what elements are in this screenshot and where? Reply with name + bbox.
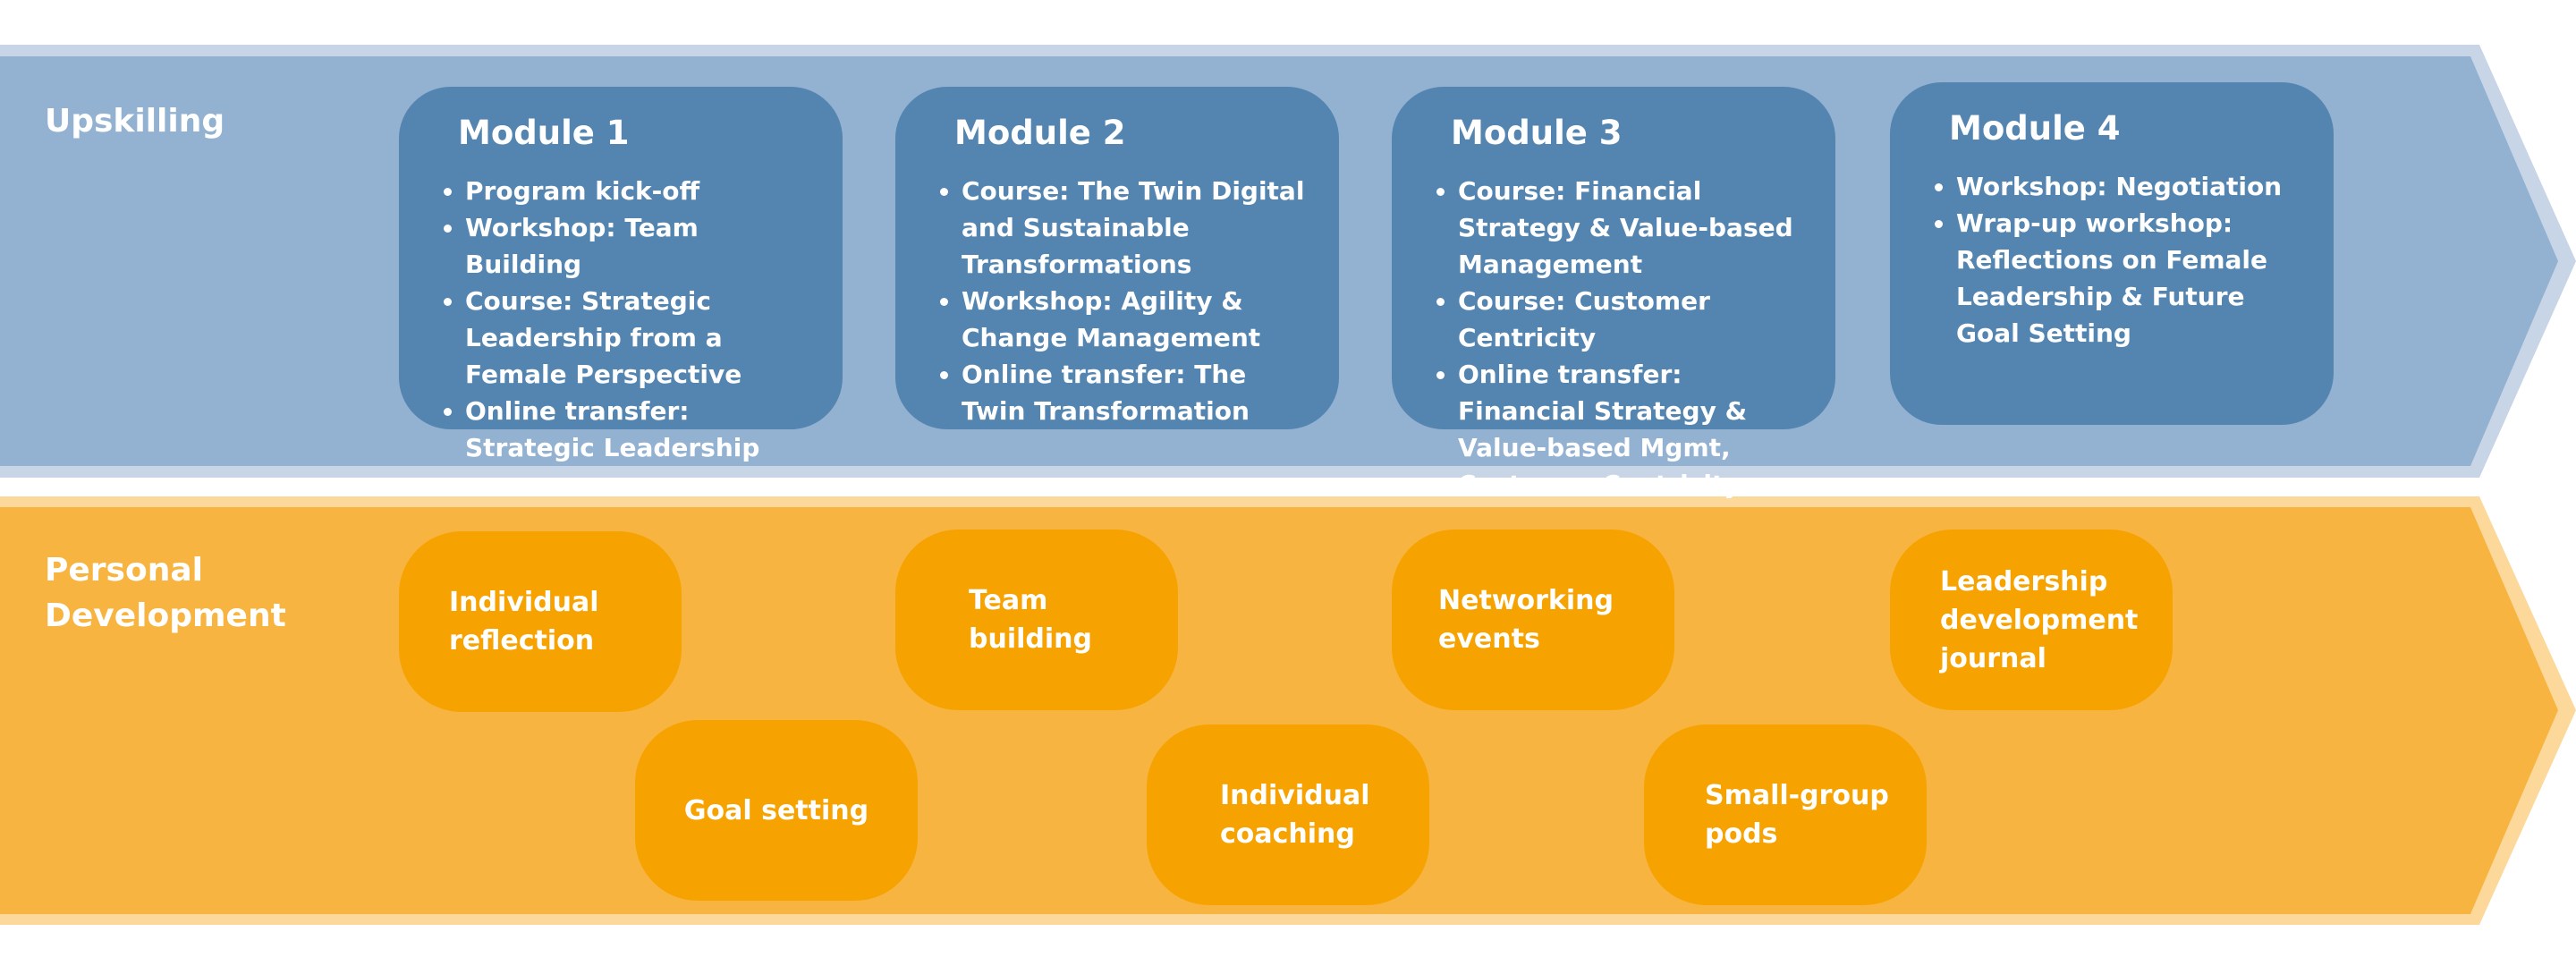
module-2-title: Module 2 xyxy=(954,114,1126,152)
module-2-item: Workshop: Agility & Change Management xyxy=(962,283,1314,356)
module-4-title: Module 4 xyxy=(1949,109,2121,148)
module-3-item: Course: Financial Strategy & Value-based… xyxy=(1458,173,1810,283)
module-2-box: Module 2 Course: The Twin Digital and Su… xyxy=(895,87,1339,429)
activity-pill-individual-coaching: Individual coaching xyxy=(1147,724,1429,905)
module-2-item: Online transfer: The Twin Transformation xyxy=(962,356,1314,429)
module-1-item: Workshop: Team Building xyxy=(465,209,818,283)
activity-pill-team-building: Team building xyxy=(895,530,1178,710)
module-1-item: Course: Strategic Leadership from a Fema… xyxy=(465,283,818,393)
module-3-item: Online transfer: Financial Strategy & Va… xyxy=(1458,356,1810,503)
module-2-list: Course: The Twin Digital and Sustainable… xyxy=(929,173,1314,429)
module-3-box: Module 3 Course: Financial Strategy & Va… xyxy=(1392,87,1835,499)
module-1-item: Online transfer: Strategic Leadership xyxy=(465,393,818,466)
upskilling-label: Upskilling xyxy=(45,103,225,140)
module-3-list: Course: Financial Strategy & Value-based… xyxy=(1426,173,1810,503)
module-1-list: Program kick-off Workshop: Team Building… xyxy=(433,173,818,466)
activity-pill-leadership-development-journal: Leadership development journal xyxy=(1890,530,2173,710)
personal-development-label: Personal Development xyxy=(45,552,286,634)
module-3-item: Course: Customer Centricity xyxy=(1458,283,1810,356)
module-1-item: Program kick-off xyxy=(465,173,818,209)
module-3-title: Module 3 xyxy=(1451,114,1623,152)
module-4-box: Module 4 Workshop: Negotiation Wrap-up w… xyxy=(1890,82,2334,425)
activity-pill-small-group-pods: Small-group pods xyxy=(1644,724,1927,905)
module-1-title: Module 1 xyxy=(458,114,630,152)
module-2-item: Course: The Twin Digital and Sustainable… xyxy=(962,173,1314,283)
activity-pill-goal-setting: Goal setting xyxy=(635,720,918,901)
module-1-box: Module 1 Program kick-off Workshop: Team… xyxy=(399,87,843,462)
activity-pill-networking-events: Networking events xyxy=(1392,530,1674,710)
module-4-list: Workshop: Negotiation Wrap-up workshop: … xyxy=(1924,168,2309,352)
module-4-item: Wrap-up workshop: Reflections on Female … xyxy=(1956,205,2309,352)
module-4-item: Workshop: Negotiation xyxy=(1956,168,2309,205)
activity-pill-individual-reflection: Individual reflection xyxy=(399,531,682,712)
